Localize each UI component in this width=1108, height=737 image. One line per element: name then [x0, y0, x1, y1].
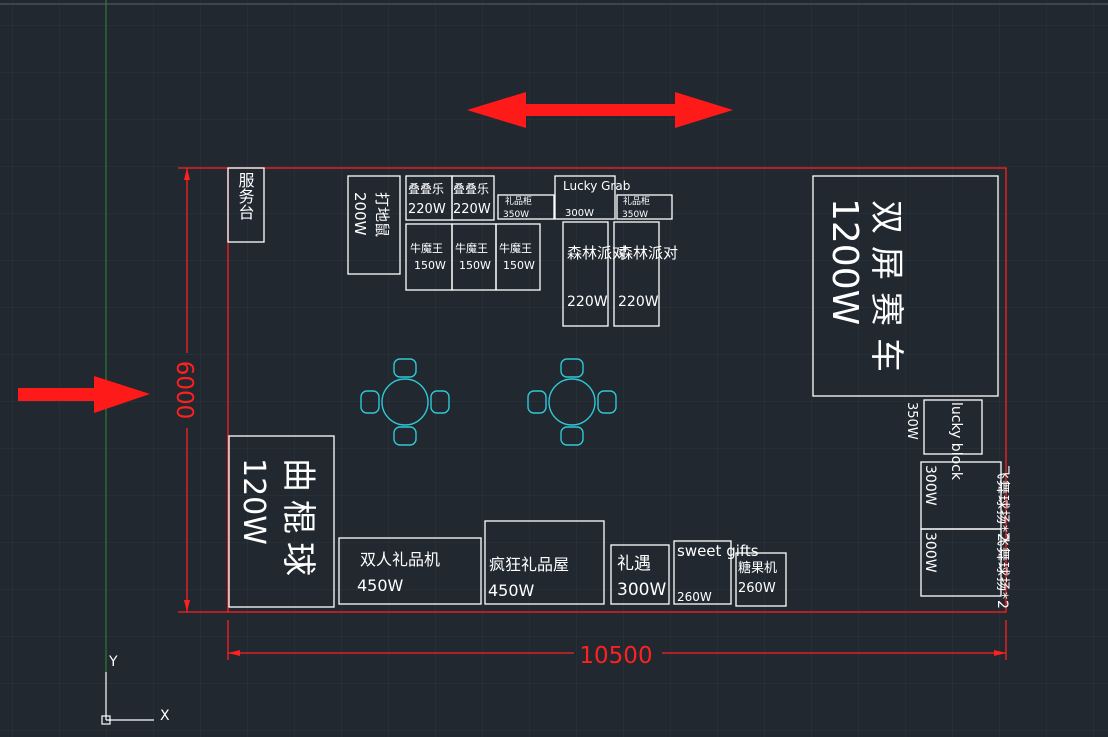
gift-meet-label: 礼遇: [617, 554, 651, 574]
ball-1-label: 飞舞球扬*2: [994, 465, 1010, 543]
gift-cabinet-1-box: [497, 194, 555, 220]
sweet-gifts-text: sweet gifts: [677, 542, 759, 560]
gift-cabinet-1-label: 礼品柜: [505, 195, 532, 207]
lucky-block-power: 350W: [904, 402, 919, 440]
lucky-grab-text: Lucky Grab: [563, 179, 630, 193]
lucky-grab-box: [554, 175, 616, 220]
forest-2-text: 森林派对: [618, 244, 678, 262]
forest-1-box: [562, 221, 609, 327]
bull-3-power: 150W: [503, 259, 535, 272]
service-desk-label: 服务台: [236, 172, 255, 220]
height-dimension: 6000: [171, 167, 228, 613]
lucky-block-box: [923, 399, 983, 455]
sweet-gifts-box: [673, 540, 732, 605]
double-arrow: [467, 92, 733, 128]
double-gift-power: 450W: [357, 576, 404, 595]
service-desk-box: [227, 167, 265, 243]
sweet-gifts-power: 260W: [677, 590, 712, 604]
lucky-grab-label: Lucky Grab: [563, 179, 630, 193]
ball-2-power: 300W: [922, 532, 938, 573]
bull-3-label: 牛魔王: [499, 241, 532, 255]
lucky-block-label: lucky block: [948, 402, 964, 481]
forest-2-power: 220W: [618, 294, 659, 310]
crazy-gift-power: 450W: [488, 581, 535, 600]
candy-box: [735, 552, 787, 607]
sweet-gifts-label: sweet gifts: [677, 542, 759, 560]
stack-2-label: 叠叠乐: [453, 182, 489, 196]
gift-cabinet-1-power: 350W: [503, 210, 529, 220]
billiard-label: 曲棍球: [278, 458, 318, 584]
gift-meet-box: [610, 544, 670, 605]
room-outline: [227, 167, 1007, 613]
gift-cabinet-2-box: [616, 194, 673, 220]
bull-1-power: 150W: [414, 259, 446, 272]
bull-2-power: 150W: [459, 259, 491, 272]
racing-power: 1200W: [824, 198, 865, 325]
crazy-gift-label: 疯狂礼品屋: [489, 555, 569, 574]
gift-cabinet-2-power: 350W: [622, 210, 648, 220]
double-gift-label: 双人礼品机: [360, 550, 440, 569]
candy-label: 糖果机: [738, 560, 777, 576]
stack-1-label: 叠叠乐: [408, 182, 444, 196]
ucs-y-label: Y: [108, 654, 118, 670]
ball-2-label: 飞舞球扬*2: [994, 532, 1010, 610]
ucs-icon: [101, 672, 154, 725]
racing-label: 双屏赛车: [866, 200, 906, 384]
whack-mole-label: 打地鼠: [373, 192, 391, 237]
whack-mole-box: [347, 175, 401, 275]
racing-box: [812, 175, 999, 397]
width-dimension: 10500: [227, 620, 1007, 669]
stack-1-power: 220W: [408, 202, 446, 217]
table-set-2: [527, 358, 617, 446]
table-set-1: [360, 358, 450, 446]
double-gift-box: [338, 537, 482, 605]
billiard-power: 120W: [236, 458, 271, 545]
crazy-gift-box: [484, 520, 605, 605]
bull-3-box: [495, 223, 541, 291]
gift-cabinet-2-label: 礼品柜: [623, 195, 650, 207]
ball-2-box: [920, 528, 1002, 597]
ball-1-power: 300W: [922, 465, 938, 506]
whack-mole-power: 200W: [351, 192, 369, 236]
forest-2-label: 森林派对: [618, 244, 678, 262]
lucky-grab-power: 300W: [565, 208, 594, 219]
billiard-box: [228, 435, 335, 608]
height-label: 6000: [171, 361, 197, 420]
width-label: 10500: [579, 643, 652, 669]
forest-2-box: [613, 221, 660, 327]
stack-2-power: 220W: [453, 202, 491, 217]
forest-1-label: 森林派对: [567, 244, 627, 262]
bull-1-label: 牛魔王: [410, 241, 443, 255]
forest-1-text: 森林派对: [567, 244, 627, 262]
stack-2-box: [451, 175, 495, 221]
entrance-arrow: [18, 376, 150, 413]
gift-meet-power: 300W: [617, 580, 666, 600]
bull-2-label: 牛魔王: [455, 241, 488, 255]
forest-1-power: 220W: [567, 294, 608, 310]
ucs-x-label: X: [160, 708, 170, 724]
candy-power: 260W: [738, 581, 776, 596]
